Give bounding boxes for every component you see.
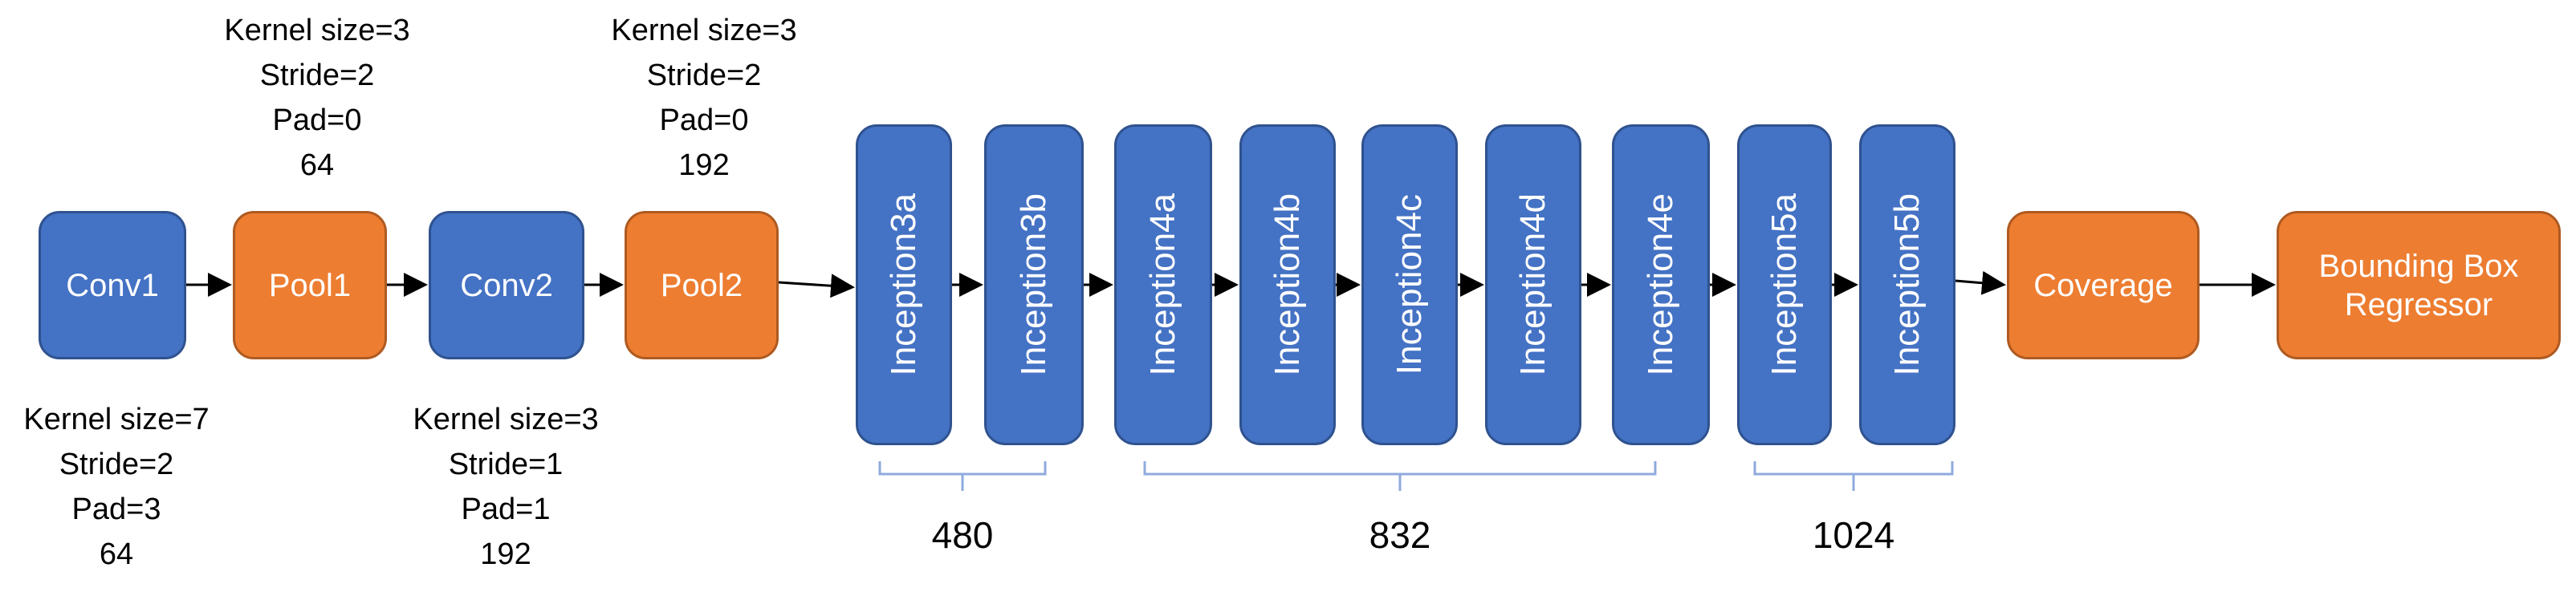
conv2-label: Conv2 [460,267,553,303]
pool2-kernel: Kernel size=3 [611,14,797,47]
coverage-node: Coverage [2007,211,2200,359]
conv2-params: Kernel size=3 Stride=1 Pad=1 192 [385,397,626,577]
conv1-node: Conv1 [39,211,186,359]
bracket-inception5 [1753,461,1954,491]
inception4c-label: Inception4c [1390,194,1429,375]
inception5b-label: Inception5b [1887,193,1927,376]
inception4-group-label: 832 [1369,514,1431,556]
pool1-kernel: Kernel size=3 [224,14,410,47]
pool1-pad: Pad=0 [272,103,362,137]
pool2-params: Kernel size=3 Stride=2 Pad=0 192 [584,8,824,188]
pool2-pad: Pad=0 [659,103,749,137]
conv1-kernel: Kernel size=7 [23,403,210,436]
inception3b-label: Inception3b [1014,193,1053,376]
conv2-pad: Pad=1 [461,493,551,526]
inception4d-node: Inception4d [1485,124,1581,445]
inception3a-node: Inception3a [856,124,952,445]
conv2-channels: 192 [480,537,531,571]
arrow-inception5b-coverage [1955,270,2006,295]
inception4a-label: Inception4a [1143,193,1182,376]
inception4b-node: Inception4b [1239,124,1336,445]
conv2-kernel: Kernel size=3 [413,403,599,436]
bbox-regressor-label: Bounding Box Regressor [2318,248,2519,322]
pool2-node: Pool2 [625,211,779,359]
pool1-params: Kernel size=3 Stride=2 Pad=0 64 [197,8,437,188]
pool2-stride: Stride=2 [646,59,762,92]
conv1-stride: Stride=2 [59,448,174,481]
coverage-label: Coverage [2033,267,2173,303]
arrow-pool2-inception3a [778,274,855,298]
conv1-params: Kernel size=7 Stride=2 Pad=3 64 [0,397,233,577]
inception4b-label: Inception4b [1268,193,1307,376]
bracket-inception4 [1143,461,1657,491]
inception5b-node: Inception5b [1859,124,1955,445]
pool2-channels: 192 [678,148,730,182]
inception3a-label: Inception3a [884,193,923,376]
pool1-label: Pool1 [268,267,352,303]
pool1-node: Pool1 [233,211,387,359]
conv2-stride: Stride=1 [448,448,564,481]
inception4c-node: Inception4c [1361,124,1458,445]
inception5a-label: Inception5a [1764,193,1804,376]
pool2-label: Pool2 [660,267,743,303]
inception5a-node: Inception5a [1737,124,1832,445]
bracket-inception3 [878,461,1047,491]
conv1-channels: 64 [99,537,134,571]
inception3-group-label: 480 [931,514,994,556]
conv2-node: Conv2 [429,211,584,359]
conv1-pad: Pad=3 [71,493,161,526]
inception5-group-label: 1024 [1812,514,1895,556]
conv1-label: Conv1 [66,267,159,303]
bbox-regressor-node: Bounding Box Regressor [2277,211,2561,359]
inception4a-node: Inception4a [1114,124,1212,445]
inception3b-node: Inception3b [984,124,1084,445]
pool1-stride: Stride=2 [259,59,375,92]
pool1-channels: 64 [299,148,335,182]
inception4e-node: Inception4e [1612,124,1710,445]
inception4d-label: Inception4d [1513,193,1553,376]
inception4e-label: Inception4e [1641,193,1680,376]
